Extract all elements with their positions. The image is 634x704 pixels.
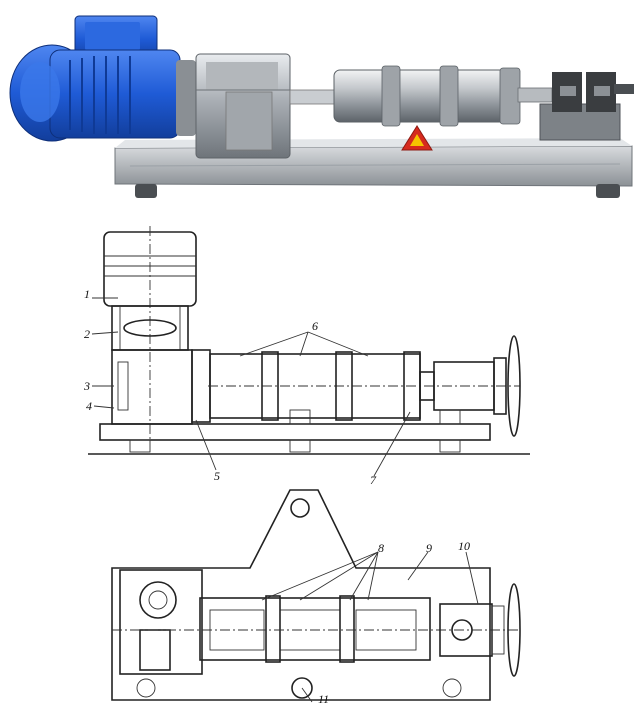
callout-7: 7 (370, 473, 377, 487)
warning-sign (401, 125, 433, 151)
callout-11: 11 (318, 692, 329, 704)
callout-2: 2 (84, 327, 90, 341)
callout-8: 8 (378, 541, 384, 555)
drive-shaft (289, 89, 335, 105)
callout-3: 3 (83, 379, 90, 393)
callout-4: 4 (86, 399, 92, 413)
cylinder-drum (333, 65, 521, 127)
output-shaft (517, 87, 553, 103)
callout-10: 10 (458, 539, 470, 553)
callout-9: 9 (426, 541, 432, 555)
base-frame (114, 138, 633, 198)
callout-6: 6 (312, 319, 318, 333)
electric-motor (9, 15, 196, 142)
side-view-drawing: 1 2 3 4 5 6 7 (83, 226, 530, 487)
callout-1: 1 (84, 287, 90, 301)
handwheel-clamp (539, 72, 634, 141)
gearbox (195, 53, 291, 159)
plan-view-drawing: 8 9 10 11 (111, 489, 521, 704)
machine-photo (9, 15, 634, 198)
callout-5: 5 (214, 469, 220, 483)
